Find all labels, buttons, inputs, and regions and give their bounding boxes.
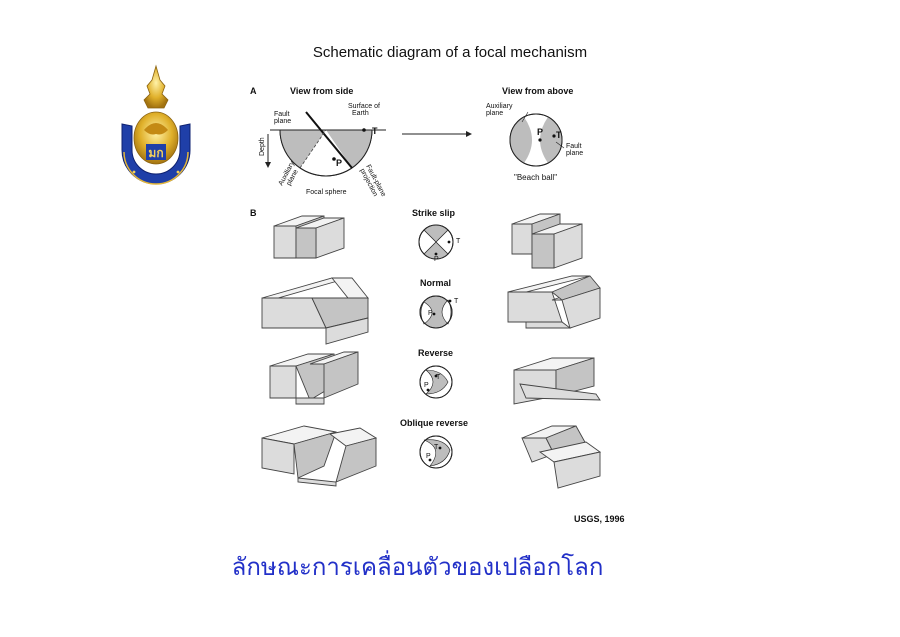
beach-ball-top-view	[509, 111, 565, 167]
top-p-label: P	[537, 127, 543, 137]
reverse-t: T	[436, 374, 441, 381]
strike-slip-p: P	[434, 256, 439, 263]
credit-label: USGS, 1996	[574, 514, 625, 524]
normal-beach-ball	[419, 295, 453, 329]
oblique-reverse-before-block	[261, 425, 378, 487]
fault-plane-label-1: Fault	[274, 111, 290, 118]
reverse-after-block	[513, 357, 601, 405]
normal-before-block	[261, 277, 369, 345]
fault-plane-label-2: plane	[274, 118, 291, 125]
mechanism-name-strike-slip: Strike slip	[412, 208, 456, 218]
top-fault-label-1: Fault	[566, 143, 582, 150]
oblique-reverse-p: P	[426, 453, 431, 460]
svg-text:มก: มก	[148, 146, 163, 160]
normal-after-block	[507, 275, 601, 329]
strike-slip-beach-ball	[418, 224, 454, 260]
top-fault-label-2: plane	[566, 150, 583, 157]
strike-slip-before-block	[273, 215, 345, 259]
section-b-label: B	[250, 208, 257, 218]
beach-ball-label: "Beach ball"	[514, 173, 557, 182]
surface-label-1: Surface of	[348, 103, 380, 110]
focal-mechanism-diagram: A View from side Fault plane Surface of …	[250, 86, 625, 524]
slide-caption: ลักษณะการเคลื่อนตัวของเปลือกโลก	[231, 553, 604, 581]
oblique-reverse-t: T	[434, 444, 439, 451]
normal-t: T	[454, 298, 459, 305]
university-logo: มก	[121, 64, 191, 185]
reverse-beach-ball	[419, 365, 453, 399]
diagram-title: Schematic diagram of a focal mechanism	[312, 44, 588, 61]
mechanism-name-oblique-reverse: Oblique reverse	[400, 418, 468, 428]
top-aux-label-2: plane	[486, 110, 503, 117]
mechanism-name-reverse: Reverse	[418, 348, 453, 358]
normal-p: P	[428, 310, 433, 317]
top-aux-label-1: Auxiliary	[486, 103, 513, 110]
side-view-sphere	[265, 111, 386, 177]
side-p-label: P	[336, 158, 342, 168]
oblique-reverse-after-block	[521, 425, 602, 489]
side-t-label: T	[372, 126, 378, 136]
side-view-heading: View from side	[290, 86, 353, 96]
top-t-label: T	[556, 130, 562, 140]
strike-slip-after-block	[511, 213, 583, 269]
reverse-p: P	[424, 382, 429, 389]
focal-sphere-label: Focal sphere	[306, 189, 347, 196]
oblique-reverse-beach-ball	[419, 435, 453, 469]
mechanism-name-normal: Normal	[420, 278, 451, 288]
top-view-heading: View from above	[502, 86, 573, 96]
strike-slip-t: T	[456, 238, 461, 245]
reverse-before-block	[269, 351, 359, 405]
section-a-label: A	[250, 86, 257, 96]
depth-label: Depth	[259, 137, 266, 156]
surface-label-2: Earth	[352, 110, 369, 117]
